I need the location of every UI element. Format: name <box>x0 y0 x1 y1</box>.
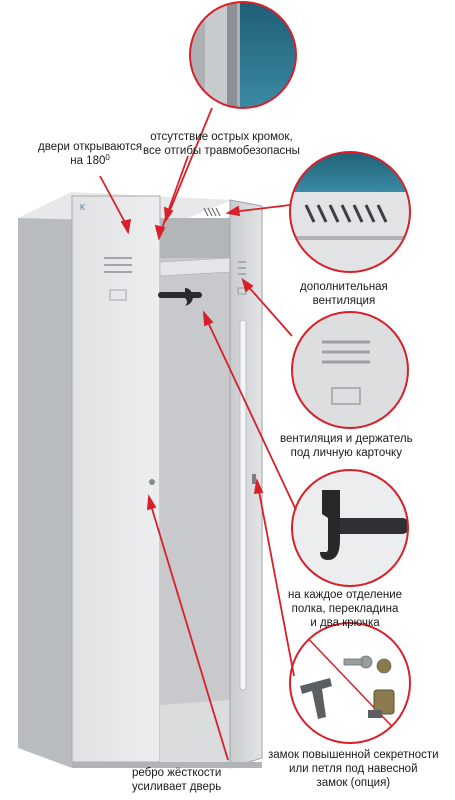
callout-rib: ребро жёсткости усиливает дверь <box>132 766 221 794</box>
callout-vent-holder: вентиляция и держатель под личную карточ… <box>280 432 413 460</box>
callout-doors-line2: на 1800 <box>70 153 110 168</box>
callout-lock-line1: замок повышенной секретности <box>268 749 439 761</box>
callout-lock-line2: или петля под навесной <box>289 763 418 775</box>
callout-vent-holder-line1: вентиляция и держатель <box>280 433 413 445</box>
callout-compartment-line1: на каждое отделение <box>288 589 403 601</box>
callout-doors-line1: двери открываются <box>38 141 143 153</box>
callout-edges-line1: отсутствие острых кромок, <box>150 131 293 143</box>
callout-ventilation-line2: вентиляция <box>312 295 376 307</box>
locker-side-panel <box>18 192 72 768</box>
callout-edges: отсутствие острых кромок, все отгибы тра… <box>143 130 300 158</box>
right-door-lock <box>252 474 256 484</box>
card-holder <box>109 289 127 301</box>
detail-circle-hook <box>291 469 409 587</box>
callout-compartment: на каждое отделение полка, перекладина и… <box>288 588 402 630</box>
callout-compartment-line3: и два крючка <box>310 617 380 629</box>
degree-superscript: 0 <box>105 153 110 162</box>
left-door-vents <box>104 257 132 273</box>
open-door-vents <box>238 261 246 275</box>
callout-doors: двери открываются на 1800 <box>38 140 142 168</box>
callout-vent-holder-line2: под личную карточку <box>290 447 402 459</box>
callout-ventilation-line1: дополнительная <box>300 281 388 293</box>
callout-ventilation-extra: дополнительная вентиляция <box>300 280 388 308</box>
callout-edges-line2: все отгибы травмобезопасны <box>143 145 300 157</box>
detail-circle-lock <box>289 622 411 744</box>
left-door <box>71 195 161 763</box>
compartment-interior <box>160 218 230 763</box>
brand-logo: K <box>80 203 86 212</box>
callout-rib-line1: ребро жёсткости <box>132 767 222 779</box>
detail-circle-ventilation <box>289 151 411 273</box>
callout-rib-line2: усиливает дверь <box>132 781 222 793</box>
top-vent <box>203 207 221 217</box>
left-door-lock <box>149 479 155 485</box>
hanger-rod <box>158 292 202 298</box>
detail-circle-edges <box>189 1 297 109</box>
callout-compartment-line2: полка, перекладина <box>291 603 399 615</box>
detail-circle-card-holder <box>291 311 409 429</box>
callout-lock: замок повышенной секретности или петля п… <box>268 748 439 790</box>
stiffening-rib <box>239 319 247 691</box>
callout-lock-line3: замок (опция) <box>316 777 391 789</box>
leader-lines <box>99 107 297 761</box>
hook <box>185 288 193 306</box>
locker: K <box>18 192 263 769</box>
